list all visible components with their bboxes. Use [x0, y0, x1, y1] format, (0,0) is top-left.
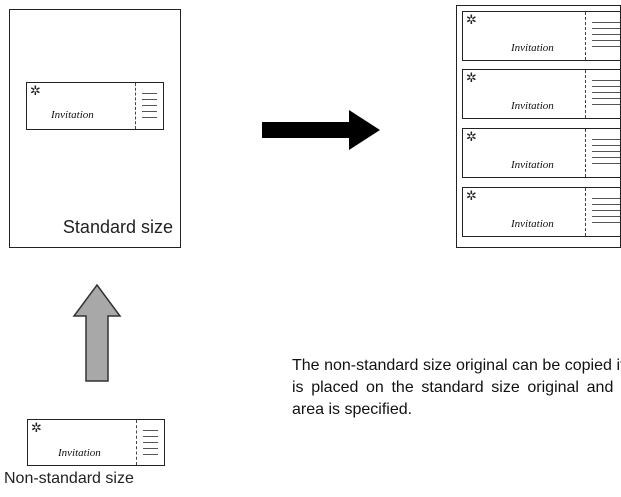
copied-output-page: ✲ Invitation ✲ Invitation ✲ Invitation ✲…	[456, 5, 621, 248]
flower-icon: ✲	[31, 421, 42, 436]
flower-icon: ✲	[466, 189, 477, 204]
invitation-copy-1: ✲ Invitation	[462, 11, 620, 61]
invitation-card: ✲ Invitation	[26, 82, 164, 130]
invitation-copy-4: ✲ Invitation	[462, 187, 620, 237]
flower-icon: ✲	[466, 71, 477, 86]
invitation-label: Invitation	[511, 218, 554, 230]
card-stub	[585, 129, 620, 177]
card-stub	[135, 83, 163, 129]
up-arrow	[72, 283, 122, 382]
flower-icon: ✲	[466, 13, 477, 28]
invitation-label: Invitation	[511, 42, 554, 54]
card-stub	[585, 188, 620, 236]
non-standard-original: ✲ Invitation	[27, 419, 165, 466]
card-stub	[136, 420, 164, 465]
card-stub	[585, 12, 620, 60]
invitation-label: Invitation	[511, 159, 554, 171]
card-stub	[585, 70, 620, 118]
invitation-label: Invitation	[51, 109, 94, 121]
invitation-copy-3: ✲ Invitation	[462, 128, 620, 178]
invitation-label: Invitation	[511, 100, 554, 112]
description-text: The non-standard size original can be co…	[292, 357, 621, 418]
standard-size-original: ✲ Invitation Standard size	[9, 9, 181, 248]
flower-icon: ✲	[466, 130, 477, 145]
right-arrow	[262, 110, 380, 150]
flower-icon: ✲	[30, 84, 41, 99]
invitation-copy-2: ✲ Invitation	[462, 69, 620, 119]
invitation-label: Invitation	[58, 447, 101, 459]
standard-size-label: Standard size	[62, 217, 173, 237]
non-standard-size-label: Non-standard size	[4, 470, 134, 487]
